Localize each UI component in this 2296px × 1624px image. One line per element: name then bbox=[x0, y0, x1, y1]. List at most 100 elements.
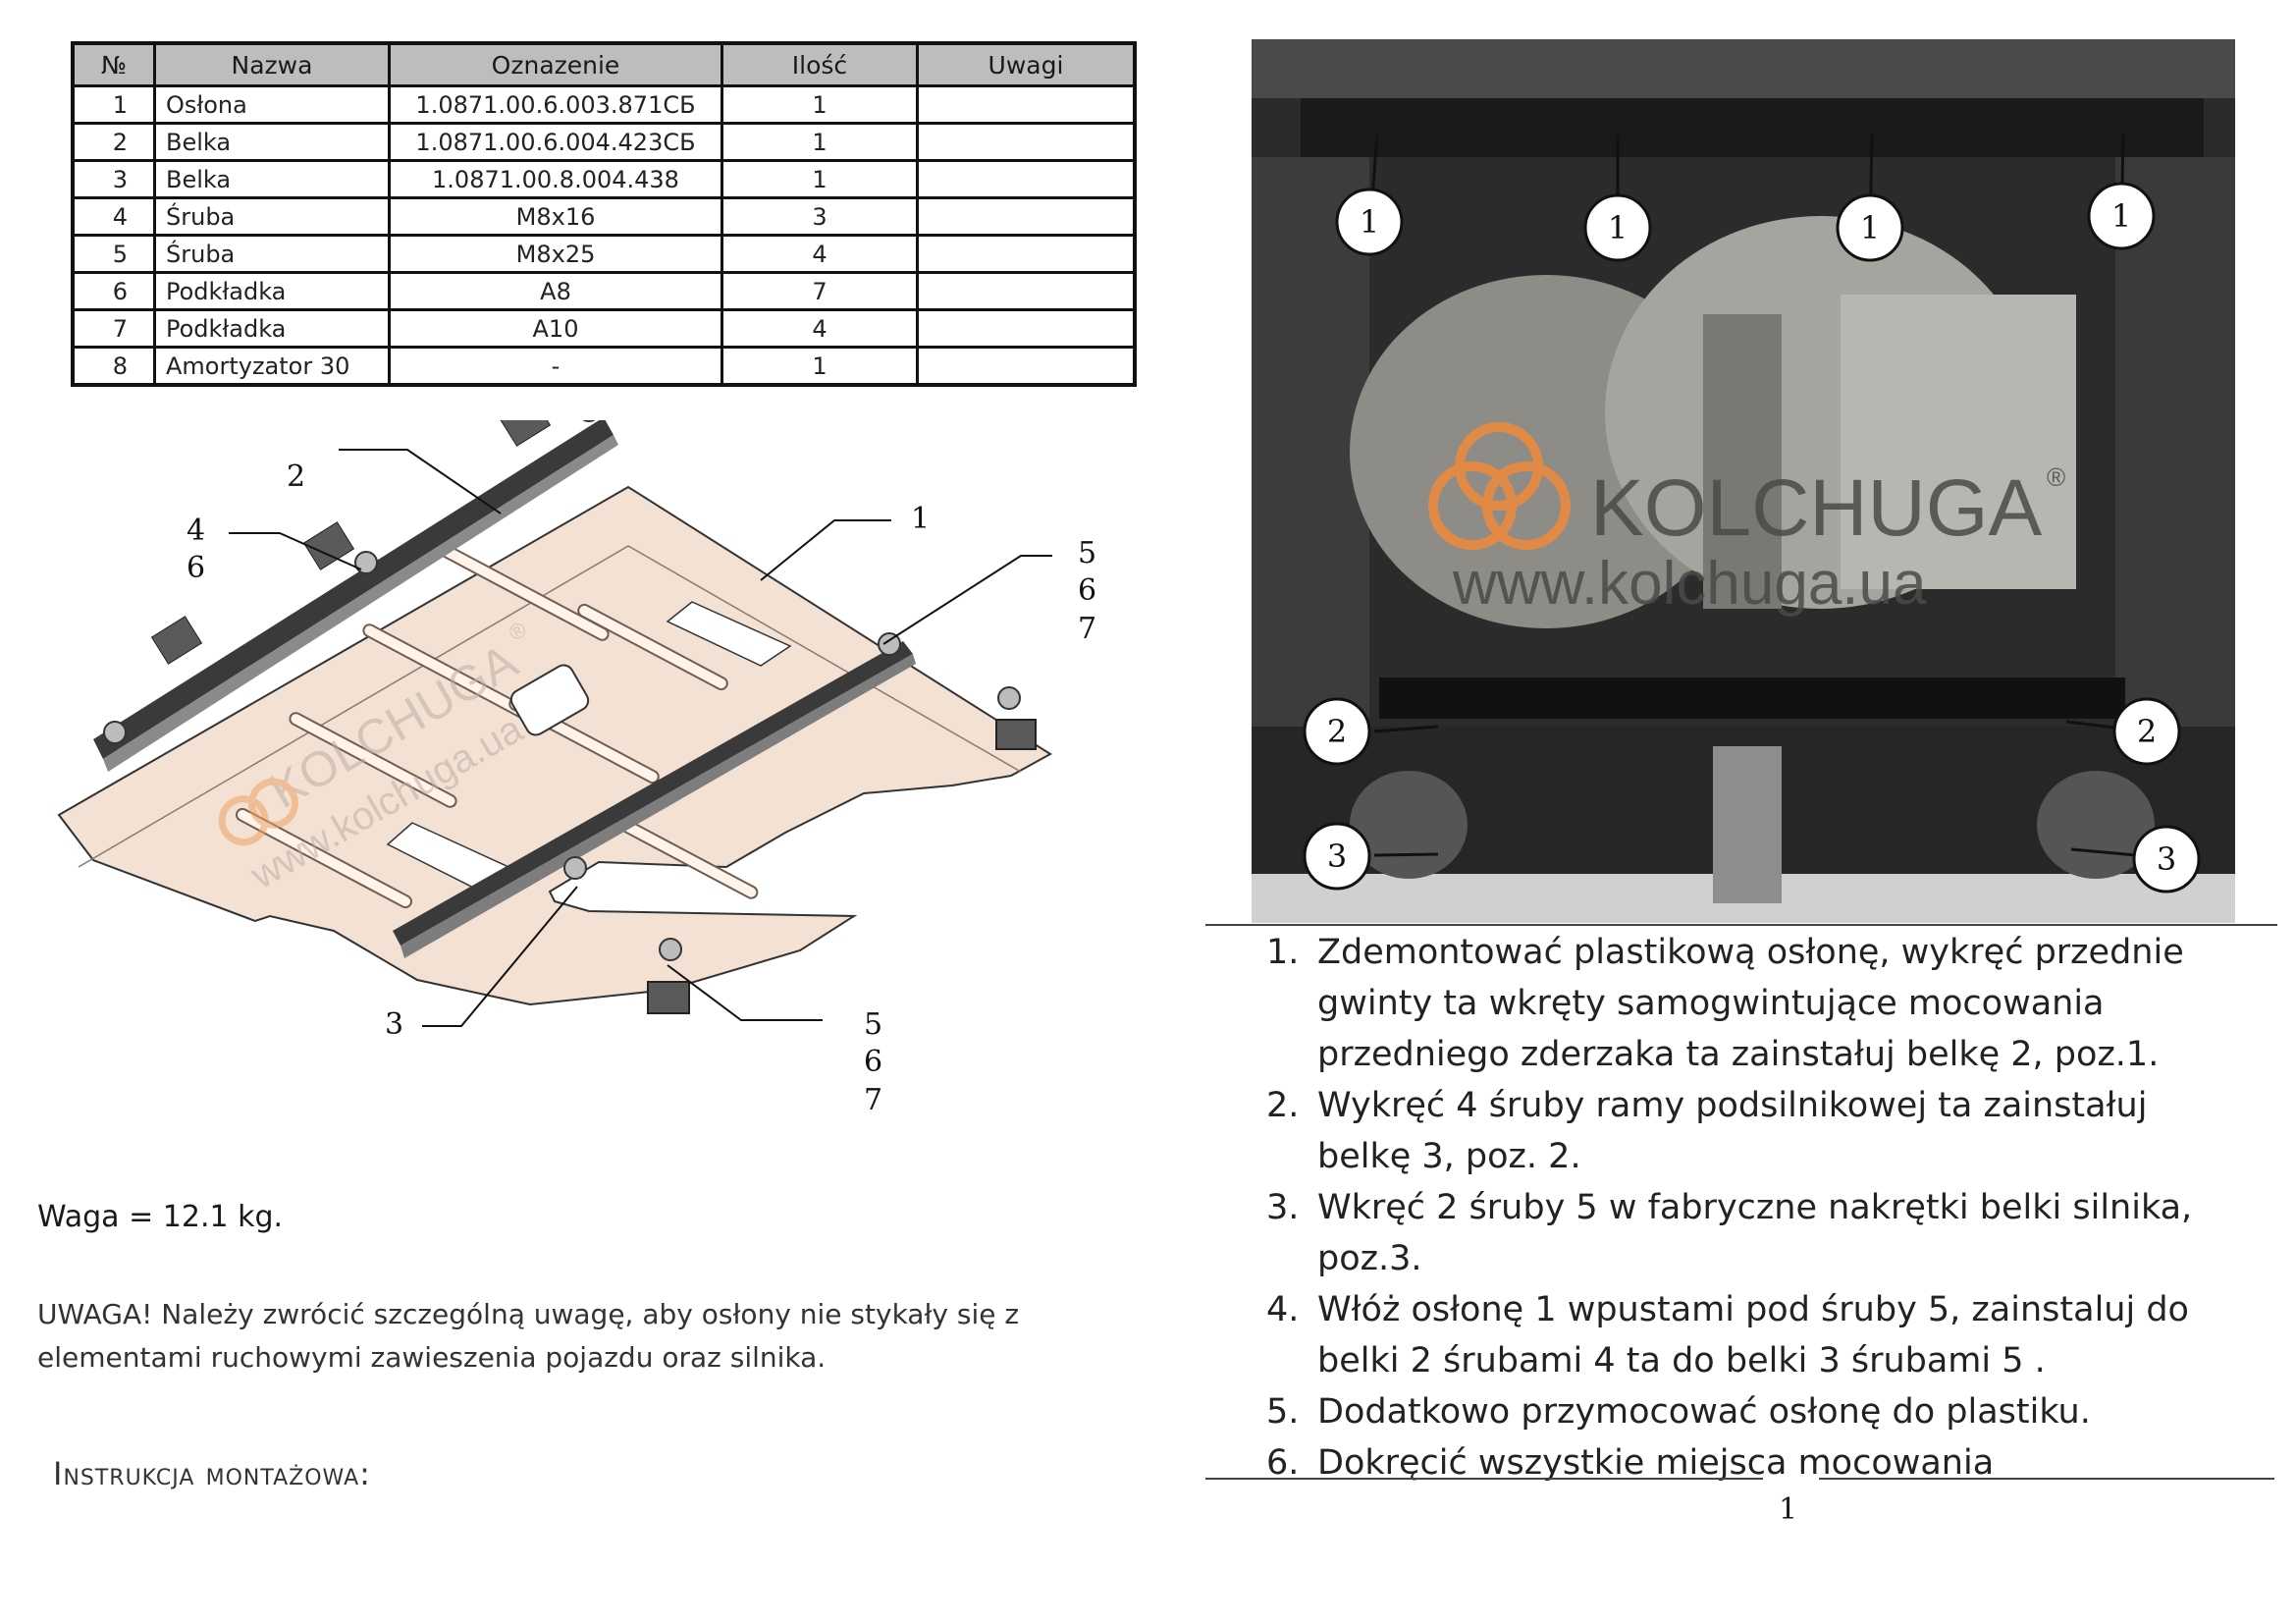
table-row: 4 Śruba M8x16 3 bbox=[71, 196, 1137, 237]
engine-bay-photo: KOLCHUGA ® www.kolchuga.ua 1 1 bbox=[1252, 39, 2235, 923]
cell-number: 4 bbox=[71, 196, 156, 237]
step-text: Zdemontować plastikową osłonę, wykręć pr… bbox=[1317, 933, 2184, 1074]
cell-designation: 1.0871.00.8.004.438 bbox=[388, 159, 723, 199]
cell-number: 3 bbox=[71, 159, 156, 199]
step-text: Dodatkowo przymocować osłonę do plastiku… bbox=[1317, 1392, 2091, 1432]
step-item: 2. Wykręć 4 śruby ramy podsilnikowej ta z… bbox=[1266, 1080, 2238, 1182]
plate-slots bbox=[236, 545, 759, 909]
step-item: 1. Zdemontować plastikową osłonę, wykręć … bbox=[1266, 927, 2238, 1080]
step-number: 1. bbox=[1266, 933, 1300, 972]
cell-number: 1 bbox=[71, 84, 156, 125]
step-item: 3. Wkręć 2 śruby 5 w fabryczne nakrętki b… bbox=[1266, 1182, 2238, 1284]
cell-quantity: 1 bbox=[721, 159, 919, 199]
photo-watermark: KOLCHUGA ® www.kolchuga.ua bbox=[1428, 422, 2065, 618]
cell-name: Podkładka bbox=[153, 308, 391, 349]
cell-number: 6 bbox=[71, 271, 156, 311]
skid-plate bbox=[57, 485, 1052, 1006]
installation-steps: 1. Zdemontować plastikową osłonę, wykręć … bbox=[1266, 927, 2238, 1489]
divider-top bbox=[1205, 924, 2277, 926]
step-text: Dokręcić wszystkie miejsca mocowania bbox=[1317, 1443, 1995, 1483]
cell-notes bbox=[916, 84, 1137, 125]
callout-6: 6 bbox=[864, 1045, 882, 1079]
cell-name: Śruba bbox=[153, 196, 391, 237]
step-item: 5. Dodatkowo przymocować osłonę do plasti… bbox=[1266, 1386, 2238, 1437]
photo-marker-1: 1 bbox=[2111, 197, 2131, 235]
page-number: 1 bbox=[1779, 1492, 1798, 1527]
cell-number: 7 bbox=[71, 308, 156, 349]
cell-name: Belka bbox=[153, 159, 391, 199]
cell-quantity: 3 bbox=[721, 196, 919, 237]
photo-marker-2: 2 bbox=[1327, 713, 1347, 750]
cell-quantity: 7 bbox=[721, 271, 919, 311]
cell-number: 2 bbox=[71, 122, 156, 162]
cell-notes bbox=[916, 271, 1137, 311]
beam-2 bbox=[93, 420, 618, 772]
column-header-name: Nazwa bbox=[153, 41, 391, 87]
table-row: 3 Belka 1.0871.00.8.004.438 1 bbox=[71, 159, 1137, 199]
photo-marker-1: 1 bbox=[1360, 203, 1379, 241]
step-number: 5. bbox=[1266, 1392, 1300, 1432]
step-number: 6. bbox=[1266, 1443, 1300, 1483]
cell-name: Osłona bbox=[153, 84, 391, 125]
step-item: 6. Dokręcić wszystkie miejsca mocowania bbox=[1266, 1437, 2238, 1489]
callout-4: 4 bbox=[187, 514, 205, 548]
cell-number: 8 bbox=[71, 346, 156, 387]
table-row: 6 Podkładka A8 7 bbox=[71, 271, 1137, 311]
column-header-quantity: Ilość bbox=[721, 41, 919, 87]
cell-notes bbox=[916, 159, 1137, 199]
cell-designation: - bbox=[388, 346, 723, 387]
callout-3: 3 bbox=[385, 1007, 403, 1042]
column-header-designation: Oznazenie bbox=[388, 41, 723, 87]
photo-reg: ® bbox=[2047, 462, 2065, 492]
step-text: Wykręć 4 śruby ramy podsilnikowej ta zai… bbox=[1317, 1086, 2148, 1176]
cell-notes bbox=[916, 346, 1137, 387]
cell-quantity: 1 bbox=[721, 122, 919, 162]
cell-name: Śruba bbox=[153, 234, 391, 274]
step-number: 2. bbox=[1266, 1086, 1300, 1125]
beam-3 bbox=[393, 641, 916, 958]
footer-line-left bbox=[1205, 1478, 1763, 1480]
cell-quantity: 4 bbox=[721, 308, 919, 349]
photo-marker-1: 1 bbox=[1608, 209, 1628, 246]
cell-name: Amortyzator 30 bbox=[153, 346, 391, 387]
callout-7: 7 bbox=[1078, 612, 1096, 646]
column-header-number: № bbox=[71, 41, 156, 87]
assembly-diagram: KOLCHUGA www.kolchuga.ua ® 2 4 6 1 5 6 7… bbox=[57, 420, 1096, 1117]
table-row: 7 Podkładka A10 4 bbox=[71, 308, 1137, 349]
cell-notes bbox=[916, 196, 1137, 237]
table-row: 8 Amortyzator 30 - 1 bbox=[71, 346, 1137, 387]
step-item: 4. Włóż osłonę 1 wpustami pod śruby 5, za… bbox=[1266, 1284, 2238, 1386]
cell-quantity: 4 bbox=[721, 234, 919, 274]
parts-table: № Nazwa Oznazenie Ilość Uwagi 1 Osłona 1… bbox=[71, 41, 1137, 387]
cell-notes bbox=[916, 122, 1137, 162]
callout-6: 6 bbox=[1078, 573, 1096, 608]
photo-marker-2: 2 bbox=[2137, 713, 2157, 750]
step-text: Wkręć 2 śruby 5 w fabryczne nakrętki bel… bbox=[1317, 1188, 2193, 1278]
photo-url: www.kolchuga.ua bbox=[1452, 550, 1927, 618]
warning-text: UWAGA! Należy zwrócić szczególną uwagę, … bbox=[37, 1298, 1020, 1374]
callout-7: 7 bbox=[864, 1083, 882, 1117]
table-header-row: № Nazwa Oznazenie Ilość Uwagi bbox=[71, 41, 1137, 87]
center-opening bbox=[509, 664, 590, 736]
step-number: 3. bbox=[1266, 1188, 1300, 1227]
photo-marker-3: 3 bbox=[1327, 838, 1347, 875]
cell-number: 5 bbox=[71, 234, 156, 274]
cell-notes bbox=[916, 308, 1137, 349]
photo-marker-1: 1 bbox=[1860, 209, 1880, 246]
callout-5: 5 bbox=[1078, 536, 1096, 570]
cell-name: Podkładka bbox=[153, 271, 391, 311]
photo-brand: KOLCHUGA bbox=[1590, 463, 2043, 553]
step-text: Włóż osłonę 1 wpustami pod śruby 5, zain… bbox=[1317, 1290, 2189, 1380]
cell-quantity: 1 bbox=[721, 346, 919, 387]
table-row: 5 Śruba M8x25 4 bbox=[71, 234, 1137, 274]
callout-1: 1 bbox=[911, 502, 930, 536]
step-number: 4. bbox=[1266, 1290, 1300, 1329]
cell-name: Belka bbox=[153, 122, 391, 162]
cell-notes bbox=[916, 234, 1137, 274]
install-title: Instrukcja montażowa: bbox=[53, 1455, 371, 1492]
cell-designation: M8x16 bbox=[388, 196, 723, 237]
footer-line-right bbox=[1819, 1478, 2274, 1480]
cell-designation: 1.0871.00.6.004.423СБ bbox=[388, 122, 723, 162]
cell-quantity: 1 bbox=[721, 84, 919, 125]
callout-5: 5 bbox=[864, 1007, 882, 1042]
